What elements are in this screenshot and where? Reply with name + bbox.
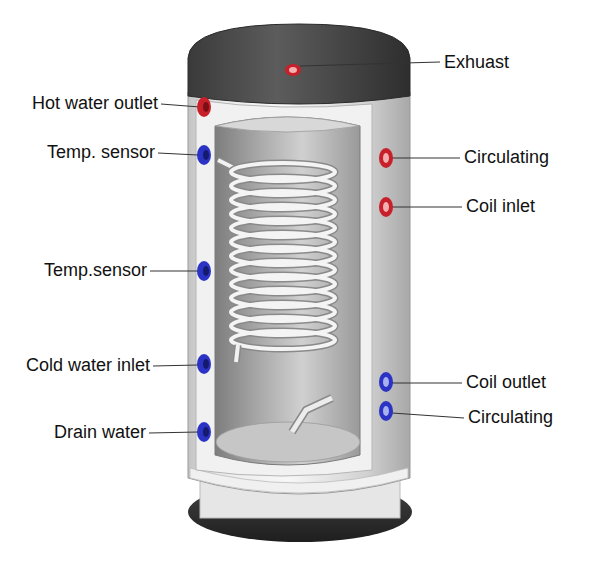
leader-line [392, 207, 462, 208]
leader-line [161, 104, 200, 107]
part-label: Circulating [468, 408, 553, 428]
leader-line [149, 432, 198, 433]
port-fitting [197, 422, 211, 442]
leader-line [158, 153, 198, 155]
right-ports [379, 148, 393, 421]
coil-pipe [236, 345, 238, 362]
coil-turn [231, 331, 335, 349]
part-label: Circulating [464, 148, 549, 168]
port-fitting [197, 97, 211, 117]
part-label: Hot water outlet [32, 94, 158, 114]
inlet-elbow [292, 398, 332, 432]
port-opening [203, 150, 209, 160]
port-fitting [197, 145, 211, 165]
port-opening [203, 102, 209, 112]
insulation-cut [196, 100, 372, 476]
leader-line [150, 271, 198, 272]
port-fitting [379, 372, 393, 392]
port-opening [383, 406, 389, 416]
port-opening [383, 202, 389, 212]
leader-line [392, 413, 464, 418]
port-fitting [379, 197, 393, 217]
leader-line [392, 158, 460, 159]
coil-pipe [236, 345, 238, 362]
port-highlight [289, 67, 297, 73]
heating-coil-outline [231, 163, 335, 349]
inner-tank [215, 117, 360, 465]
part-label: Temp.sensor [44, 261, 147, 281]
inlet-elbow [292, 398, 332, 432]
tank-body [188, 92, 410, 494]
leader-lines [149, 62, 464, 433]
inner-tank-top [215, 117, 360, 132]
part-label: Drain water [54, 423, 146, 443]
leader-line [153, 365, 198, 366]
port-fitting [379, 401, 393, 421]
left-ports [197, 97, 211, 442]
part-label: Exhuast [444, 53, 509, 73]
port-opening [203, 427, 209, 437]
part-label: Coil inlet [466, 197, 535, 217]
port-opening [203, 266, 209, 276]
part-label: Coil outlet [466, 373, 546, 393]
leader-line [392, 383, 462, 384]
port-opening [383, 153, 389, 163]
port-opening [203, 359, 209, 369]
leader-line [300, 62, 440, 66]
part-label: Temp. sensor [47, 143, 155, 163]
heating-coil [231, 163, 335, 349]
exhaust-port [285, 64, 301, 76]
port-fitting [197, 354, 211, 374]
port-fitting [197, 261, 211, 281]
part-label: Cold water inlet [26, 356, 150, 376]
port-fitting [285, 64, 301, 76]
inner-tank-floor [216, 422, 360, 462]
port-fitting [379, 148, 393, 168]
port-opening [383, 377, 389, 387]
